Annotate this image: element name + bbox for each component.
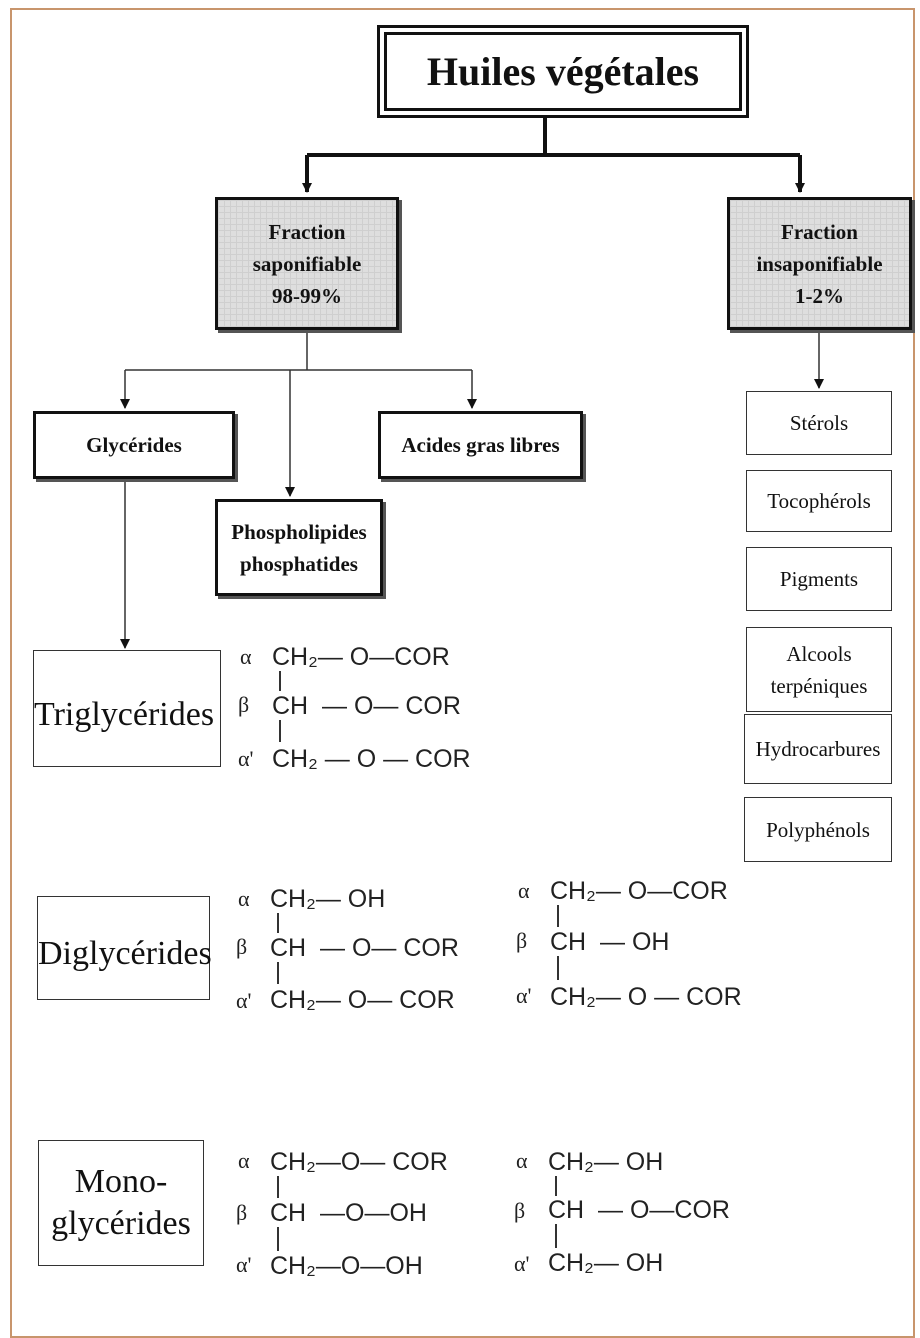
polyphenols-box: Polyphénols [744,797,892,862]
fraction-saponifiable-line1: Fraction [268,219,346,244]
bond-line [277,962,279,984]
greek-alpha-prime: α' [516,983,532,1008]
formula-row: CH —O—OH [270,1199,427,1227]
greek-alpha: α [240,644,252,669]
greek-alpha-prime: α' [238,746,254,771]
glycerides-label: Glycérides [86,433,182,457]
formula-row: CH₂ — O — COR [272,745,471,773]
bond-line [555,1224,557,1248]
formula-row: CH — O—COR [548,1196,730,1224]
alcools-label-line1: Alcools [786,641,852,666]
fraction-insaponifiable-box: Fraction insaponifiable 1-2% [727,197,912,330]
formula-row: CH₂— O—COR [272,643,450,671]
bond-line [277,1176,279,1198]
greek-beta: β [514,1198,526,1223]
greek-beta: β [516,928,528,953]
bond-line [279,720,281,742]
formula-row: CH — O— COR [270,934,459,962]
tocopherols-label: Tocophérols [767,489,871,513]
greek-alpha: α [238,886,250,911]
greek-alpha: α [238,1148,250,1173]
formula-row: CH₂— O—COR [550,877,728,905]
phospholipides-line2: phosphatides [240,551,358,576]
fraction-saponifiable-percent: 98-99% [272,283,342,308]
fraction-saponifiable-box: Fraction saponifiable 98-99% [215,197,399,330]
glycerides-box: Glycérides [33,411,235,479]
alcools-terpeniques-box: Alcools terpéniques [746,627,892,712]
greek-alpha-prime: α' [514,1251,530,1276]
monoglycerides-box: Mono- glycérides [38,1140,204,1266]
tocopherols-box: Tocophérols [746,470,892,532]
formula-row: CH₂—O—OH [270,1252,423,1280]
fraction-insaponifiable-line2: insaponifiable [756,251,883,276]
triglycerides-label: Triglycérides [34,695,215,733]
pigments-box: Pigments [746,547,892,611]
sterols-label: Stérols [789,411,849,435]
hydrocarbures-box: Hydrocarbures [744,714,892,784]
hydrocarbures-label: Hydrocarbures [755,737,881,761]
pigments-label: Pigments [779,567,859,591]
greek-alpha: α [518,878,530,903]
bond-line [277,913,279,933]
formula-row: CH₂— OH [548,1148,664,1176]
formula-row: CH₂—O— COR [270,1148,448,1176]
formula-row: CH — OH [550,928,670,956]
phospholipides-box: Phospholipides phosphatides [215,499,383,596]
title-connectors [302,118,805,193]
acides-gras-label: Acides gras libres [401,433,560,457]
greek-beta: β [238,692,250,717]
formula-row: CH — O— COR [272,692,461,720]
title-text: Huiles végétales [384,32,742,111]
monoglycerides-line1: Mono- [74,1163,168,1200]
diglycerides-label: Diglycérides [38,935,212,972]
monoglycerides-line2: glycérides [51,1205,191,1242]
sterols-box: Stérols [746,391,892,455]
greek-beta: β [236,1200,248,1225]
formula-row: CH₂— OH [548,1249,664,1277]
acides-gras-box: Acides gras libres [378,411,583,479]
greek-beta: β [236,934,248,959]
diglycerides-box: Diglycérides [37,896,212,1000]
formula-row: CH₂— OH [270,885,386,913]
alcools-label-line2: terpéniques [770,673,868,698]
polyphenols-label: Polyphénols [766,817,870,842]
bond-line [557,956,559,980]
greek-alpha-prime: α' [236,988,252,1013]
greek-alpha-prime: α' [236,1252,252,1277]
bond-line [277,1227,279,1251]
greek-alpha: α [516,1148,528,1173]
formula-row: CH₂— O — COR [550,983,742,1011]
phospholipides-line1: Phospholipides [231,519,367,544]
formula-row: CH₂— O— COR [270,986,455,1014]
title-box: Huiles végétales [377,25,749,118]
saponifiable-connectors [120,330,477,649]
fraction-insaponifiable-line1: Fraction [781,219,858,244]
bond-line [555,1176,557,1196]
triglycerides-box: Triglycérides [33,650,221,767]
bond-line [279,671,281,691]
fraction-insaponifiable-percent: 1-2% [795,283,844,308]
fraction-saponifiable-line2: saponifiable [252,251,362,276]
bond-line [557,905,559,927]
